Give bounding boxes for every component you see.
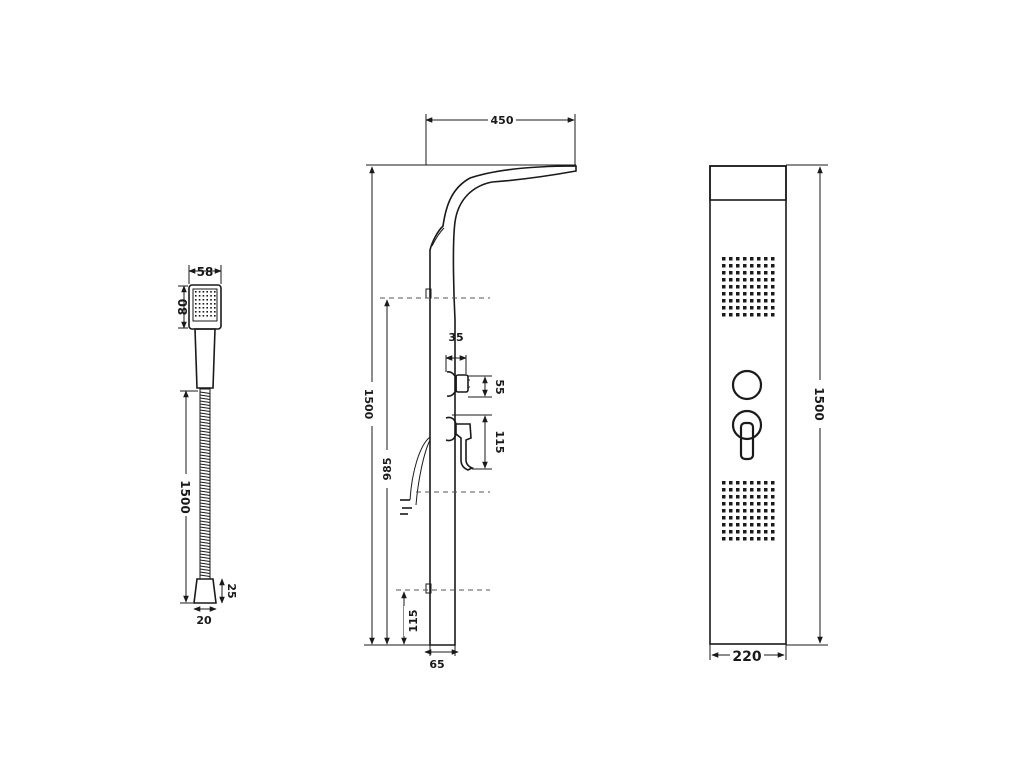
- handshower-head: [188, 284, 222, 330]
- dim-head-width: 58: [197, 265, 214, 279]
- dim-thermostat-depth: 35: [448, 331, 463, 344]
- side-view-drawing: 450 1500 985 115 65 35 55: [360, 112, 577, 671]
- handshower-handle: [194, 328, 216, 389]
- rain-head-top: [709, 165, 787, 201]
- front-view-drawing: 1500 220: [709, 164, 832, 665]
- thermostat-knob-side: [446, 371, 470, 397]
- dim-hose-length: 1500: [178, 480, 192, 513]
- dim-bottom-offset: 115: [407, 610, 420, 633]
- hose-cone: [193, 578, 217, 604]
- handshower-nozzles: [195, 291, 216, 317]
- outlet-hose-1: [409, 436, 431, 501]
- dim-head-height: 80: [176, 299, 190, 316]
- dim-top-projection: 450: [491, 114, 514, 127]
- dim-panel-width: 220: [732, 649, 761, 665]
- dim-panel-depth: 65: [429, 658, 444, 671]
- outlet-hose-2: [415, 439, 431, 506]
- body-jets-lower: [722, 481, 775, 541]
- mixer-front: [731, 409, 763, 441]
- panel-front: [709, 165, 787, 645]
- panel-side-profile: [429, 165, 577, 646]
- thermostat-knob-front: [731, 369, 763, 401]
- mixer-lever-side: [445, 416, 475, 471]
- dim-front-total-height: 1500: [812, 387, 826, 420]
- dim-bracket-spacing: 985: [381, 458, 394, 481]
- body-jets-upper: [722, 257, 775, 317]
- mixer-lever-front: [739, 421, 755, 461]
- dim-mixer-height: 115: [493, 431, 506, 454]
- dim-side-total-height: 1500: [362, 389, 375, 420]
- bottom-bracket: [425, 583, 432, 594]
- dim-thermostat-height: 55: [493, 379, 506, 394]
- hose-ribs: [199, 391, 211, 577]
- dim-cone-width: 20: [196, 614, 212, 627]
- dim-cone-height: 25: [225, 583, 238, 598]
- handshower-drawing: 58 80 1500 25 20: [176, 265, 238, 627]
